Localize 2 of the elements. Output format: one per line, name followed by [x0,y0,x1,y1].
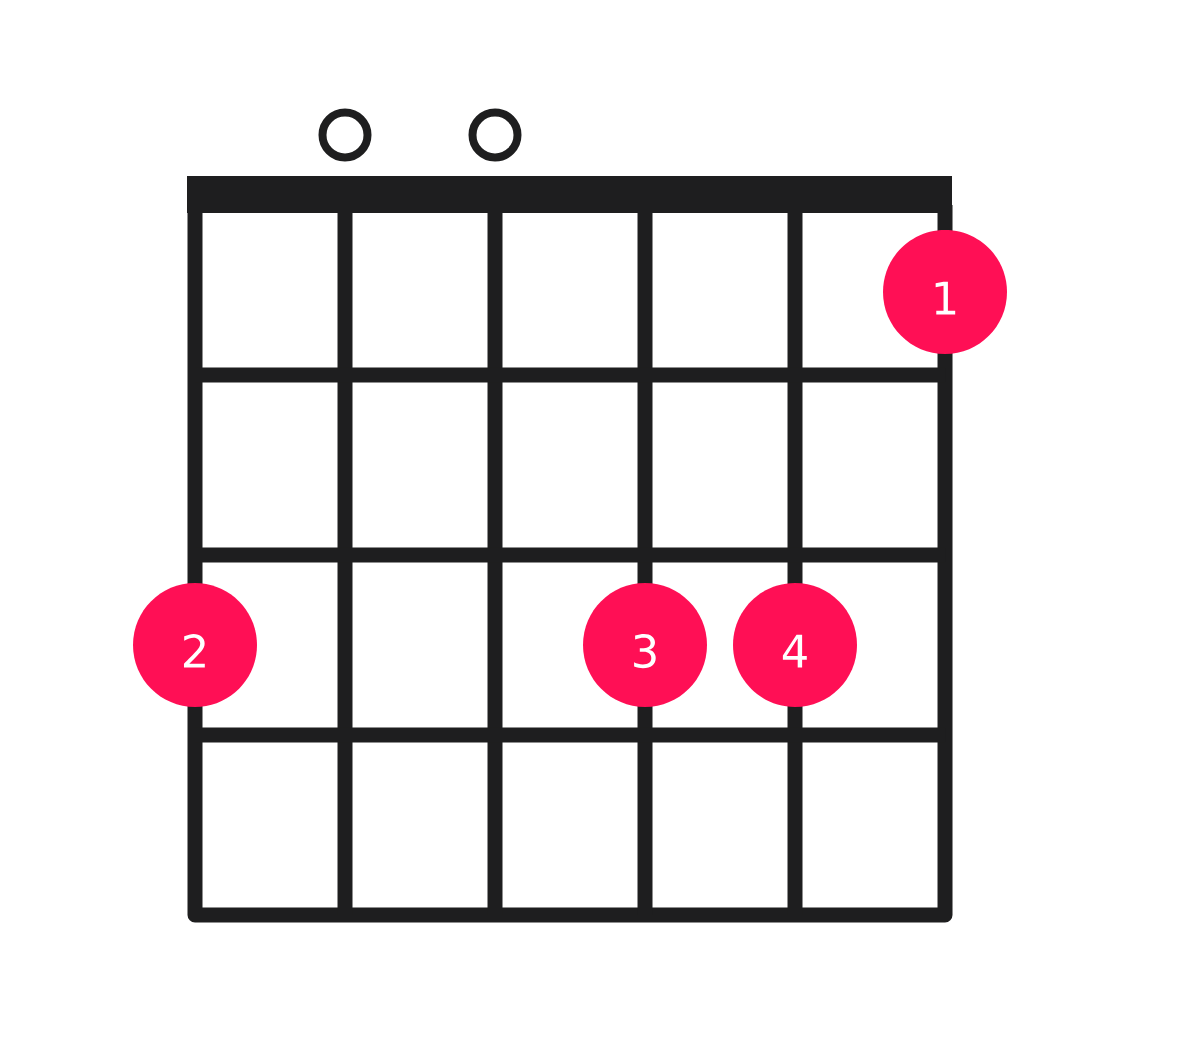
open-string-marker [468,108,522,162]
open-string-marker [318,108,372,162]
